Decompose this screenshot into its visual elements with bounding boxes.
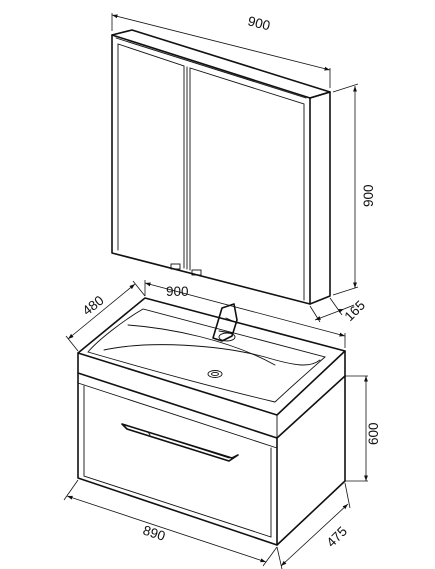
cabinet-left-door	[117, 43, 185, 269]
cabinet-right-hinge	[191, 269, 202, 276]
basin-drain-inner	[211, 371, 219, 377]
cabinet-depth-label: 165	[342, 298, 369, 325]
vanity-front-face	[77, 372, 278, 546]
vanity-depth-label: 475	[324, 524, 351, 551]
mirror-cabinet	[111, 29, 331, 305]
vanity-top-panel-line	[77, 382, 278, 449]
faucet-icon	[212, 303, 238, 342]
cabinet-side-face	[309, 91, 331, 305]
vanity-height-dimension: 600	[345, 375, 381, 482]
vanity-depth-dimension: 475	[276, 482, 351, 569]
basin-top-outline	[77, 297, 346, 416]
vanity-drawer-front	[83, 385, 272, 538]
basin-bowl-contour	[127, 324, 276, 366]
cabinet-top-inner-edge	[115, 37, 307, 99]
cabinet-top-face	[111, 29, 331, 99]
basin-drain	[207, 370, 223, 378]
basin-depth-dimension: 480	[65, 280, 146, 352]
cabinet-right-door	[189, 67, 305, 301]
cabinet-left-hinge	[170, 263, 181, 270]
vanity-width-dimension: 890	[63, 479, 278, 567]
basin-depth-label: 480	[80, 293, 107, 319]
vanity-width-label: 890	[141, 523, 167, 544]
cabinet-width-dimension: 900	[111, 13, 331, 88]
cabinet-width-label: 900	[246, 13, 272, 33]
vanity-unit	[77, 372, 346, 546]
basin	[77, 297, 346, 439]
cabinet-front-face	[111, 34, 311, 305]
basin-width-dimension: 900	[144, 280, 346, 348]
vanity-side-face	[276, 375, 346, 546]
cabinet-height-label: 900	[361, 184, 376, 207]
drawer-handle-icon	[121, 423, 239, 462]
cabinet-height-dimension: 900	[332, 83, 376, 296]
cabinet-depth-dimension: 165	[309, 298, 369, 325]
vanity-height-label: 600	[366, 422, 381, 445]
basin-width-label: 900	[166, 284, 189, 299]
basin-bowl-inner	[103, 344, 321, 366]
